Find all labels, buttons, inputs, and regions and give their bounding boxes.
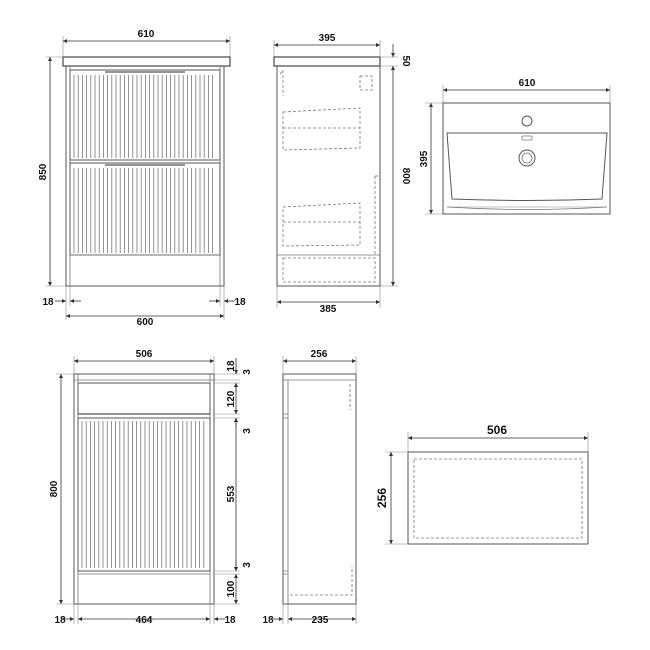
dim-side-b-depth-inner: 235: [312, 615, 329, 626]
dim-front-b-width-inner: 464: [136, 615, 153, 626]
dim-side-depth-body: 385: [320, 304, 337, 315]
dim-front-b-side-left: 18: [54, 615, 66, 626]
dim-front-b-height: 800: [49, 480, 60, 497]
side-view-bottom: 256 18 235: [262, 349, 357, 626]
front-view-bottom: 506 18 3 120 3 553 3 100 800 18: [49, 349, 253, 626]
dim-front-b-gap-mid: 3: [242, 428, 253, 434]
dim-front-side-right: 18: [234, 297, 246, 308]
fluted-panel-pattern: [73, 168, 214, 253]
front-view-top: 610 850 18 18 600: [38, 29, 246, 328]
fluted-panel-pattern: [73, 75, 214, 158]
dim-front-b-door: 553: [226, 485, 237, 502]
dim-basin-depth: 395: [419, 150, 430, 167]
fluted-panel-pattern: [81, 421, 205, 568]
dim-front-side-left: 18: [42, 297, 54, 308]
dim-side-b-back: 18: [262, 615, 274, 626]
plan-view-bottom: 506 256: [375, 423, 589, 545]
dim-side-height: 800: [400, 168, 411, 185]
dim-side-depth-top: 395: [319, 33, 336, 44]
dim-front-width-top: 610: [138, 29, 155, 40]
dim-front-height: 850: [38, 163, 49, 180]
dim-front-b-top-offset: 18: [226, 360, 237, 372]
dim-plan-width: 506: [487, 423, 507, 437]
side-view-top: 395 50 800 385: [273, 33, 411, 315]
basin-plan-view: 610 395: [419, 78, 611, 215]
dim-side-b-depth: 256: [311, 349, 328, 360]
dim-front-b-gap-bottom: 3: [242, 562, 253, 568]
dim-side-top-thickness: 50: [400, 55, 411, 67]
dim-front-width-body: 600: [137, 317, 154, 328]
dim-front-b-width: 506: [136, 349, 153, 360]
dim-basin-width: 610: [519, 78, 536, 89]
dim-front-b-gap-top: 3: [242, 369, 253, 375]
dim-plan-depth: 256: [375, 488, 389, 508]
dim-front-b-side-right: 18: [224, 615, 236, 626]
dim-front-b-plinth: 100: [226, 580, 237, 597]
dim-front-b-drawer: 120: [226, 390, 237, 407]
